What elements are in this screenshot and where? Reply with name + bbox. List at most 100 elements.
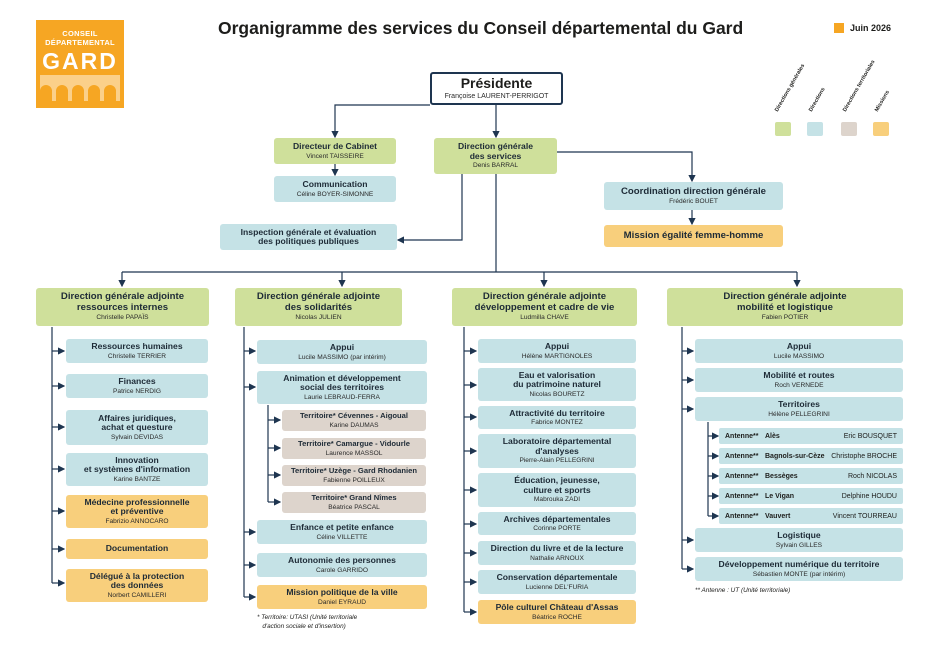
col3-item-pole-culturel[interactable]: Pôle culturel Château d'Assas Béatrice R…	[478, 600, 636, 624]
coordination-box[interactable]: Coordination direction générale Frédéric…	[604, 182, 783, 210]
dga-ressources-internes-box[interactable]: Direction générale adjointe ressources i…	[36, 288, 209, 326]
item-title: Territoires	[778, 399, 820, 410]
col2-head-name: Nicolas JULIEN	[295, 314, 342, 322]
item-title: Appui	[786, 341, 812, 352]
col3-item-conservation[interactable]: Conservation départementale Lucienne DEL…	[478, 570, 636, 594]
col3-item-appui[interactable]: Appui Hélène MARTIGNOLES	[478, 339, 636, 363]
antenne-besseges[interactable]: Antenne** Bessèges Roch NICOLAS	[719, 468, 903, 484]
item-title: Conservation départementale	[496, 572, 618, 583]
antenne-city: Alès	[765, 432, 780, 440]
antenne-label: Antenne**	[725, 472, 759, 480]
col3-item-livre-lecture[interactable]: Direction du livre et de la lecture Nath…	[478, 541, 636, 565]
item-title: Éducation, jeunesse, culture et sports	[514, 475, 600, 495]
col1-item-protection-donnees[interactable]: Délégué à la protection des données Norb…	[66, 569, 208, 602]
antenne-ales[interactable]: Antenne** Alès Eric BOUSQUET	[719, 428, 903, 444]
pont-du-gard-icon	[40, 75, 120, 101]
col3-item-laboratoire[interactable]: Laboratoire départemental d'analyses Pie…	[478, 434, 636, 468]
col4-item-territoires[interactable]: Territoires Hélène PELLEGRINI	[695, 397, 903, 421]
item-name: Nicolas BOURETZ	[529, 390, 585, 398]
col2-item-enfance[interactable]: Enfance et petite enfance Céline VILLETT…	[257, 520, 427, 544]
item-name: Patrice NERDIG	[113, 387, 161, 395]
col1-item-ressources-humaines[interactable]: Ressources humaines Christelle TERRIER	[66, 339, 208, 363]
dgs-title: Direction générale des services	[458, 141, 533, 161]
item-title: Enfance et petite enfance	[290, 522, 394, 533]
inspection-box[interactable]: Inspection générale et évaluation des po…	[220, 224, 397, 250]
item-title: Attractivité du territoire	[509, 407, 605, 418]
antenne-city: Bessèges	[765, 472, 798, 480]
col1-head-name: Christelle PAPAÏS	[96, 314, 149, 322]
col1-item-documentation[interactable]: Documentation	[66, 539, 208, 559]
presidente-name: Françoise LAURENT-PERRIGOT	[444, 92, 549, 100]
col2-territoire-cevennes[interactable]: Territoire* Cévennes - Aigoual Karine DA…	[282, 410, 426, 431]
col4-item-logistique[interactable]: Logistique Sylvain GILLES	[695, 528, 903, 552]
col3-item-archives[interactable]: Archives départementales Corinne PORTE	[478, 512, 636, 535]
item-name: Sylvain GILLES	[775, 541, 823, 549]
item-name: Laurence MASSOL	[325, 449, 383, 457]
col3-item-attractivite[interactable]: Attractivité du territoire Fabrice MONTE…	[478, 406, 636, 429]
col3-head-title: Direction générale adjointe développemen…	[474, 291, 615, 313]
col2-item-politique-ville[interactable]: Mission politique de la ville Daniel EYR…	[257, 585, 427, 609]
egalite-title: Mission égalité femme-homme	[623, 229, 764, 241]
logo-line1: CONSEIL	[62, 29, 98, 38]
communication-name: Céline BOYER-SIMONNE	[296, 190, 374, 198]
item-name: Norbert CAMILLERI	[107, 591, 167, 599]
item-title: Logistique	[777, 530, 821, 541]
col2-item-animation[interactable]: Animation et développement social des te…	[257, 371, 427, 404]
col2-territoire-camargue[interactable]: Territoire* Camargue - Vidourle Laurence…	[282, 438, 426, 459]
dgs-name: Denis BARRAL	[472, 162, 519, 170]
col4-item-appui[interactable]: Appui Lucile MASSIMO	[695, 339, 903, 363]
col1-item-innovation[interactable]: Innovation et systèmes d'information Kar…	[66, 453, 208, 486]
col2-territoire-grand-nimes[interactable]: Territoire* Grand Nîmes Béatrice PASCAL	[282, 492, 426, 513]
antenne-le-vigan[interactable]: Antenne** Le Vigan Delphine HOUDU	[719, 488, 903, 504]
item-name: Fabrice MONTEZ	[531, 419, 583, 427]
communication-box[interactable]: Communication Céline BOYER-SIMONNE	[274, 176, 396, 202]
item-title: Documentation	[105, 543, 169, 554]
col4-item-mobilite-routes[interactable]: Mobilité et routes Roch VERNEDE	[695, 368, 903, 392]
col2-item-autonomie[interactable]: Autonomie des personnes Carole GARRIDO	[257, 553, 427, 577]
legend-swatch	[873, 122, 889, 136]
antenne-bagnols[interactable]: Antenne** Bagnols-sur-Cèze Christophe BR…	[719, 448, 903, 464]
antenne-vauvert[interactable]: Antenne** Vauvert Vincent TOURREAU	[719, 508, 903, 524]
col1-item-medecine[interactable]: Médecine professionnelle et préventive F…	[66, 495, 208, 528]
presidente-box[interactable]: Présidente Françoise LAURENT-PERRIGOT	[430, 72, 563, 105]
dga-mobilite-box[interactable]: Direction générale adjointe mobilité et …	[667, 288, 903, 326]
item-title: Ressources humaines	[91, 341, 183, 352]
col4-footnote: ** Antenne : UT (Unité territoriale)	[695, 587, 791, 594]
col3-head-name: Ludmilla CHAVE	[520, 314, 569, 322]
item-name: Fabrizio ANNOCARO	[105, 517, 169, 525]
col4-head-title: Direction générale adjointe mobilité et …	[723, 291, 847, 313]
col2-item-appui[interactable]: Appui Lucile MASSIMO (par intérim)	[257, 340, 427, 364]
dga-developpement-box[interactable]: Direction générale adjointe développemen…	[452, 288, 637, 326]
col3-item-education[interactable]: Éducation, jeunesse, culture et sports M…	[478, 473, 636, 507]
col2-head-title: Direction générale adjointe des solidari…	[256, 291, 381, 313]
item-title: Mobilité et routes	[763, 370, 835, 381]
col4-head-name: Fabien POTIER	[761, 314, 809, 322]
mission-egalite-box[interactable]: Mission égalité femme-homme	[604, 225, 783, 247]
dgs-box[interactable]: Direction générale des services Denis BA…	[434, 138, 557, 174]
col2-territoire-uzege[interactable]: Territoire* Uzège - Gard Rhodanien Fabie…	[282, 465, 426, 486]
item-title: Délégué à la protection des données	[89, 570, 185, 591]
col1-item-affaires-juridiques[interactable]: Affaires juridiques, achat et questure S…	[66, 410, 208, 445]
item-name: Nathalie ARNOUX	[530, 554, 584, 562]
dga-solidarites-box[interactable]: Direction générale adjointe des solidari…	[235, 288, 402, 326]
item-name: Béatrice ROCHE	[532, 613, 582, 621]
item-name: Hélène PELLEGRINI	[768, 410, 830, 418]
antenne-label: Antenne**	[725, 432, 759, 440]
communication-title: Communication	[302, 179, 368, 190]
date-badge: Juin 2026	[834, 23, 891, 33]
item-title: Pôle culturel Château d'Assas	[495, 602, 619, 613]
legend-label: Directions	[808, 86, 827, 113]
date-label: Juin 2026	[850, 23, 892, 33]
col3-item-eau[interactable]: Eau et valorisation du patrimoine nature…	[478, 368, 636, 401]
item-title: Innovation et systèmes d'information	[83, 454, 191, 475]
item-title: Territoire* Uzège - Gard Rhodanien	[290, 466, 418, 476]
antenne-city: Vauvert	[765, 512, 791, 520]
col4-item-developpement-numerique[interactable]: Développement numérique du territoire Sé…	[695, 557, 903, 581]
antenne-label: Antenne**	[725, 492, 759, 500]
col1-item-finances[interactable]: Finances Patrice NERDIG	[66, 374, 208, 398]
item-name: Fabienne POILLEUX	[323, 476, 385, 484]
legend-item-directions-territoriales: Directions territoriales	[836, 59, 877, 140]
directeur-cabinet-box[interactable]: Directeur de Cabinet Vincent TAISSEIRE	[274, 138, 396, 164]
gard-logo: CONSEIL DÉPARTEMENTAL GARD	[36, 20, 124, 108]
